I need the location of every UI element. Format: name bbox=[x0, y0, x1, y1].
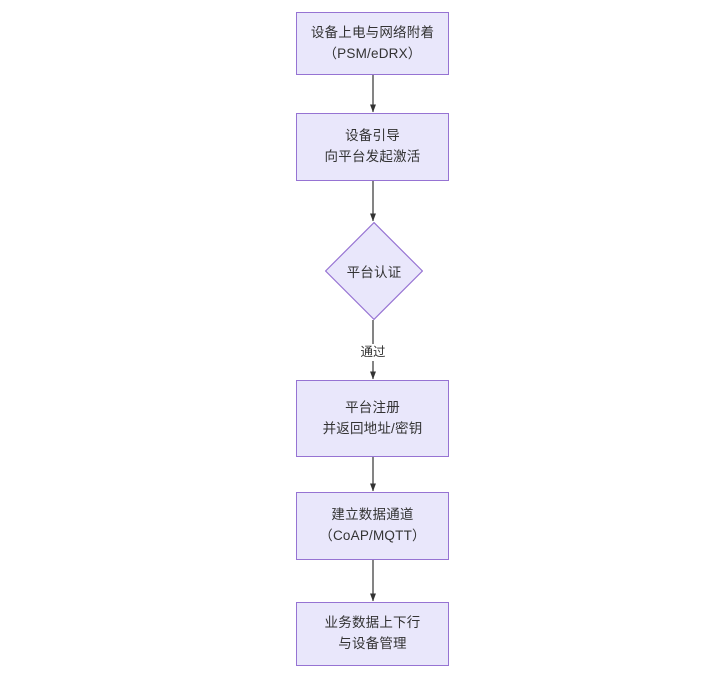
node-platform-register-line-1: 平台注册 bbox=[345, 399, 400, 415]
node-business-data[interactable]: 业务数据上下行 与设备管理 bbox=[296, 602, 449, 666]
node-data-channel[interactable]: 建立数据通道 （CoAP/MQTT） bbox=[296, 492, 449, 560]
node-business-data-line-1: 业务数据上下行 bbox=[324, 615, 421, 631]
node-business-data-line-2: 与设备管理 bbox=[338, 636, 407, 651]
node-bootstrap[interactable]: 设备引导 向平台发起激活 bbox=[296, 113, 449, 181]
node-power-on[interactable]: 设备上电与网络附着 （PSM/eDRX） bbox=[296, 12, 449, 75]
diamond-shape bbox=[325, 222, 423, 320]
node-power-on-line-2: （PSM/eDRX） bbox=[323, 45, 422, 61]
node-data-channel-line-2: （CoAP/MQTT） bbox=[319, 528, 426, 543]
edge-label-pass: 通过 bbox=[358, 344, 388, 361]
node-platform-register[interactable]: 平台注册 并返回地址/密钥 bbox=[296, 380, 449, 457]
node-platform-auth[interactable]: 平台认证 bbox=[325, 222, 423, 320]
node-bootstrap-line-2: 向平台发起激活 bbox=[324, 149, 421, 164]
node-platform-auth-label: 平台认证 bbox=[346, 265, 402, 280]
node-data-channel-line-1: 建立数据通道 bbox=[331, 507, 414, 523]
node-power-on-line-1: 设备上电与网络附着 bbox=[310, 24, 435, 40]
node-bootstrap-line-1: 设备引导 bbox=[345, 128, 400, 144]
node-platform-register-line-2: 并返回地址/密钥 bbox=[322, 420, 423, 436]
